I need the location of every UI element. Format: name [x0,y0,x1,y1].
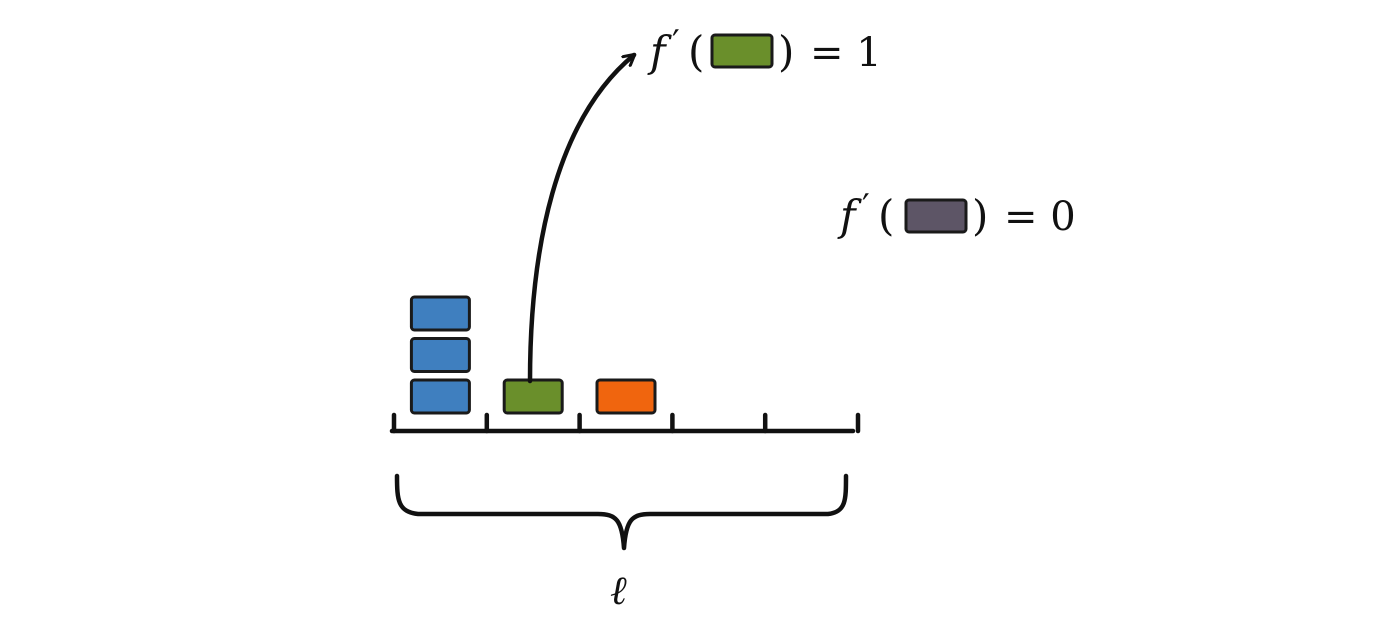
eq2-f: f [837,191,862,240]
equation-gray: f ′ ( ) = 0 [837,187,1076,240]
equation-green: f ′ ( ) = 1 [647,23,882,76]
range-brace [394,473,849,551]
bin-axis [389,412,861,434]
eq2-equals: = 0 [1004,194,1076,240]
brace-label: ℓ [610,568,627,614]
eq1-open-paren: ( [688,27,704,76]
eq1-equals: = 1 [810,30,882,76]
eq1-f: f [647,27,672,76]
green-item-box [502,378,564,415]
eq1-close-paren: ) [778,27,794,76]
eq2-gray-box [904,198,968,234]
axis-ticks [391,412,861,434]
eq1-green-box [710,33,774,69]
blue-item-box [409,295,471,332]
eq2-prime: ′ [862,187,870,227]
blue-item-box [409,378,471,415]
eq2-open-paren: ( [878,191,894,240]
orange-item-box [595,378,657,415]
eq1-prime: ′ [672,23,680,63]
blue-item-box [409,337,471,373]
eq2-close-paren: ) [972,191,988,240]
move-arrow [527,52,634,384]
bin-items [409,295,657,415]
